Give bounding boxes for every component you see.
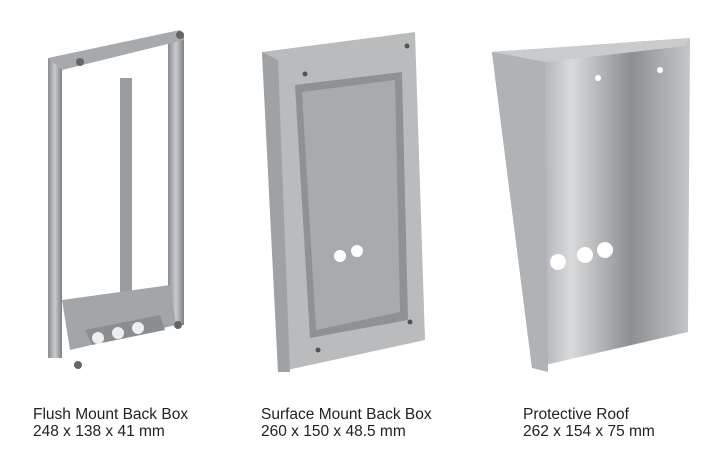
product-caption: Protective Roof 262 x 154 x 75 mm: [523, 406, 655, 440]
product-caption: Flush Mount Back Box 248 x 138 x 41 mm: [33, 406, 188, 440]
product-protective-roof: Protective Roof 262 x 154 x 75 mm: [470, 0, 705, 460]
product-name: Surface Mount Back Box: [261, 406, 432, 423]
product-dimensions: 248 x 138 x 41 mm: [33, 423, 165, 440]
product-flush-mount-back-box: Flush Mount Back Box 248 x 138 x 41 mm: [0, 0, 230, 460]
protective-roof-image: [492, 38, 690, 372]
product-name: Protective Roof: [523, 406, 629, 423]
product-caption: Surface Mount Back Box 260 x 150 x 48.5 …: [261, 406, 432, 440]
product-surface-mount-back-box: Surface Mount Back Box 260 x 150 x 48.5 …: [230, 0, 470, 460]
product-name: Flush Mount Back Box: [33, 406, 189, 423]
flush-mount-back-box-image: [48, 30, 184, 369]
product-dimensions: 262 x 154 x 75 mm: [523, 423, 655, 440]
surface-mount-back-box-image: [262, 32, 425, 372]
product-dimensions: 260 x 150 x 48.5 mm: [261, 423, 406, 440]
